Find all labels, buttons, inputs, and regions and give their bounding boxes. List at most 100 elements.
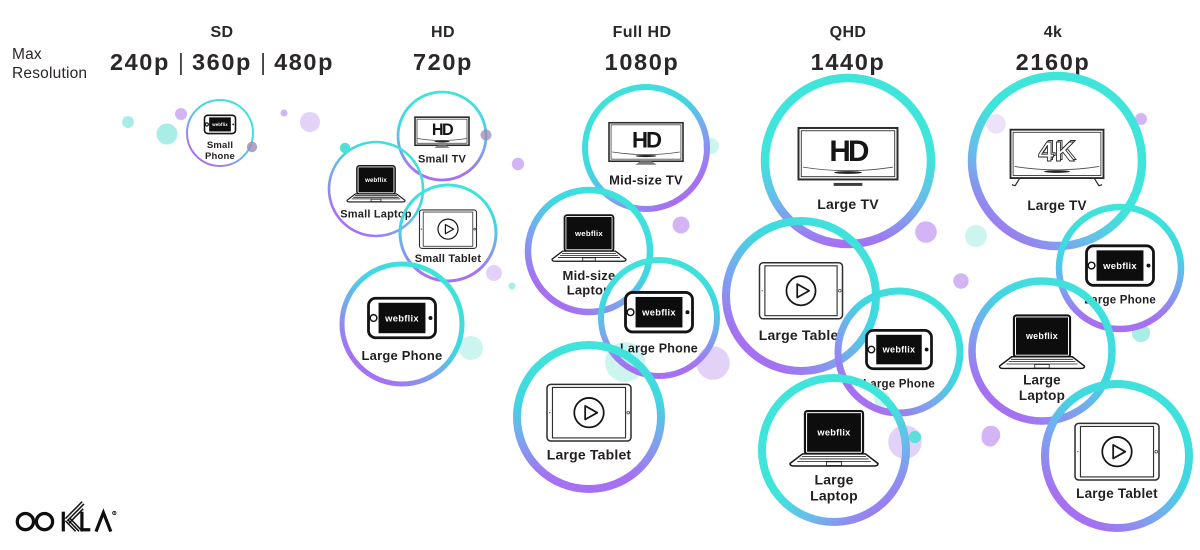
resolution-separator: | [177, 49, 185, 75]
tv-reflection-curve [802, 166, 894, 172]
device-circle-hd-small-tv: HD Small TV [396, 90, 488, 182]
phone-home-dot-icon [924, 347, 929, 352]
laptop-screen-text: webflix [816, 428, 851, 438]
column-resolutions: 1080p [605, 49, 680, 76]
phone-camera-icon [626, 308, 635, 317]
device-label: Small TV [418, 154, 467, 166]
device-label-line: Large Tablet [547, 446, 632, 462]
phone-screen-text: webflix [211, 122, 228, 127]
circle-ring [758, 374, 910, 526]
column-label: QHD [829, 24, 867, 41]
phone-screen-text: webflix [882, 345, 916, 355]
max-resolution-line1: Max [12, 46, 42, 63]
tablet-home-icon [1154, 449, 1158, 454]
device-label-line: Large [1023, 372, 1061, 387]
device-label-line: Laptop [567, 283, 612, 298]
decorative-dot [1135, 113, 1147, 125]
circle-ring [967, 71, 1147, 251]
phone-screen [378, 302, 426, 334]
circle-ring [398, 183, 498, 283]
device-label-line: Large Phone [620, 342, 698, 356]
tablet-icon [1074, 422, 1160, 481]
decorative-dot [511, 157, 525, 171]
column-resolutions: 1440p [811, 49, 886, 76]
laptop-screen-text: webflix [364, 177, 387, 184]
tv-hd-logo: HD [829, 135, 869, 168]
device-label-line: Laptop [810, 487, 858, 503]
decorative-dot [280, 109, 288, 117]
resolution-value: 1080p [604, 49, 680, 75]
tablet-home-icon [838, 289, 842, 293]
tablet-camera-icon [420, 228, 422, 230]
phone-screen [635, 296, 683, 328]
tv-icon: HD [608, 121, 684, 165]
play-triangle-icon [444, 223, 455, 235]
ookla-logo [15, 501, 117, 533]
ookla-letter-o2 [34, 511, 55, 532]
device-label: Mid-size TV [609, 172, 683, 187]
laptop-touchpad [582, 257, 596, 262]
laptop-touchpad [1034, 364, 1050, 369]
decorative-dot [981, 425, 1001, 445]
device-label-line: Large Phone [1084, 295, 1156, 307]
device-label: Large Tablet [547, 446, 632, 462]
device-label: Large Phone [620, 342, 698, 356]
device-label-line: Large Tablet [1076, 486, 1158, 501]
phone-icon: webflix [367, 296, 437, 340]
tablet-screen [551, 386, 627, 439]
circle-ring [1041, 380, 1193, 532]
device-label: Large TV [1027, 198, 1086, 213]
column-resolutions: 240p|360p|480p [110, 49, 334, 76]
phone-icon: webflix [865, 329, 933, 371]
laptop-icon: webflix [998, 314, 1086, 370]
tv-shadow-ellipse [834, 171, 862, 174]
tablet-screen [422, 211, 474, 247]
ookla-registered-mark [112, 510, 117, 516]
circle-ring [186, 99, 254, 167]
ookla-registered-dot [113, 512, 116, 514]
ookla-speed-line-down [67, 518, 80, 532]
device-label: Large Tablet [1076, 486, 1158, 501]
device-label-line: Large TV [1027, 198, 1086, 213]
device-label-line: Phone [205, 151, 235, 162]
circle-ring [524, 186, 654, 316]
tablet-screen [1079, 425, 1155, 478]
tv-icon: HD [414, 116, 470, 148]
phone-screen [1096, 250, 1144, 281]
resolution-value: 240p [109, 49, 170, 75]
phone-home-dot-icon [1146, 263, 1151, 268]
tablet-camera-icon [549, 412, 551, 414]
device-label-line: Laptop [1019, 388, 1065, 403]
device-label: Large Phone [863, 379, 935, 391]
tv-frame-inner [1012, 131, 1102, 176]
max-resolution-label: Max Resolution [12, 46, 87, 83]
device-circle-fhd-large-tablet: Large Tablet [513, 341, 665, 493]
play-triangle-icon [796, 283, 811, 299]
play-circle-icon [785, 275, 817, 307]
tv-stand-bar [833, 182, 863, 186]
tv-reflection-curve [612, 151, 680, 156]
device-label: Large Phone [362, 348, 443, 363]
device-label-line: Small Laptop [340, 208, 412, 220]
decorative-dot [965, 225, 987, 247]
laptop-screen [566, 216, 612, 250]
resolution-value: 480p [274, 49, 335, 75]
decorative-dot [915, 221, 937, 243]
device-label: Large TV [817, 196, 879, 212]
device-label-line: Small [207, 140, 233, 151]
phone-screen-text: webflix [1102, 261, 1137, 271]
ookla-letter-l [80, 511, 91, 532]
column-header-qhd: QHD 1440p [811, 24, 886, 76]
resolution-value: 360p [192, 49, 252, 75]
